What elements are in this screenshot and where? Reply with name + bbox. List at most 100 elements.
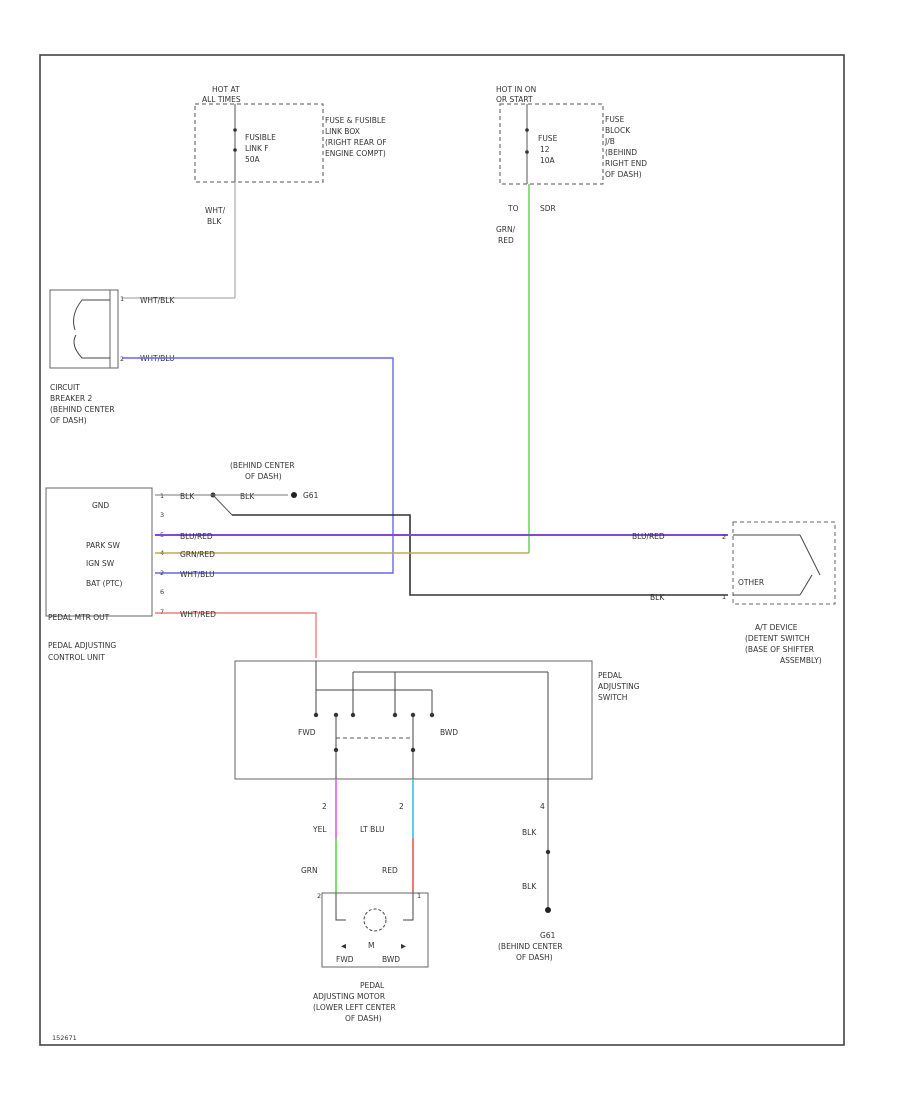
wht-red-label: WHT/RED — [180, 610, 216, 619]
bat-wire-label: WHT/BLU — [180, 570, 215, 579]
fuse2-hot-label-2: OR START — [496, 95, 533, 104]
g1-location-2: OF DASH) — [245, 472, 282, 481]
fuse2-location-6: OF DASH) — [605, 170, 642, 179]
at-other: OTHER — [738, 578, 764, 587]
cu-pin-2: 3 — [160, 511, 164, 519]
contact-icon-3 — [350, 712, 356, 718]
pin-park: PARK SW — [86, 541, 120, 550]
red-label: RED — [382, 866, 398, 875]
motor-arrow-left-icon: ◀ — [341, 942, 346, 950]
sdr-label: SDR — [540, 204, 556, 213]
cb-pin-1: 1 — [120, 295, 124, 303]
cb-label-3: (BEHIND CENTER — [50, 405, 115, 414]
at-pin-1: 2 — [722, 533, 726, 541]
at-device-box — [732, 521, 836, 605]
g2-id: G61 — [540, 931, 556, 940]
pin-2a: 2 — [322, 802, 327, 811]
yel-label: YEL — [312, 825, 327, 834]
cb-label-4: OF DASH) — [50, 416, 87, 425]
cu-pin-6: 6 — [160, 588, 164, 596]
motor-icon — [363, 908, 387, 932]
at-switch-icon — [799, 534, 821, 576]
sw-gnd-label-2: BLK — [522, 882, 537, 891]
grn-wire-label-2: RED — [498, 236, 514, 245]
pin-gnd: GND — [92, 501, 109, 510]
blured-label: BLU/RED — [180, 532, 213, 541]
motor-bwd: BWD — [382, 955, 400, 964]
fuse1-location-4: ENGINE COMPT) — [325, 149, 386, 158]
ground-icon — [291, 492, 297, 498]
cb-label-2: BREAKER 2 — [50, 394, 92, 403]
fuse2-hot-label: HOT IN ON — [496, 85, 536, 94]
cb-element-icon-2 — [73, 334, 110, 359]
diagram-code: 152671 — [52, 1034, 77, 1042]
fuse2-number: 12 — [540, 145, 550, 154]
fuse-icon-2 — [525, 150, 529, 154]
fuse2-location-4: (BEHIND — [605, 148, 637, 157]
fuse1-name: FUSIBLE — [245, 133, 276, 142]
control-unit-label: PEDAL ADJUSTING — [48, 641, 116, 650]
cb-element-icon — [73, 299, 110, 331]
fuse2-dashed-box — [499, 103, 604, 185]
fuse-link-icon — [233, 128, 237, 132]
cu-pin-5: 2 — [160, 569, 164, 577]
blue-wire — [122, 357, 394, 574]
switch-arm — [212, 494, 233, 516]
ltblu-label: LT BLU — [360, 825, 385, 834]
control-unit-label-2: CONTROL UNIT — [48, 653, 105, 662]
gnd-wire-label: BLK — [180, 492, 195, 501]
cb-pin-2: 2 — [120, 355, 124, 363]
fuse-icon — [525, 128, 529, 132]
motor-box — [321, 892, 429, 968]
fuse1-name-2: LINK F — [245, 144, 269, 153]
at-pin-2: 1 — [722, 593, 726, 601]
ps-label-2: ADJUSTING — [598, 682, 640, 691]
motor-lead-right — [403, 893, 414, 921]
black-wire — [232, 514, 728, 596]
control-unit: GND PARK SW IGN SW BAT (PTC) PEDAL MTR O… — [45, 487, 164, 662]
pin-4: 4 — [540, 802, 545, 811]
fuse1-hot-label: HOT AT — [212, 85, 240, 94]
cb-box — [49, 289, 119, 369]
fuse1-location-3: (RIGHT REAR OF — [325, 138, 387, 147]
contact-icon — [313, 712, 319, 718]
motor-arrow-right-icon: ▶ — [401, 942, 406, 950]
ps-label: PEDAL — [598, 671, 623, 680]
cu-pin-1: 1 — [160, 492, 164, 500]
motor-label-2: ADJUSTING MOTOR — [313, 992, 385, 1001]
fuse1-hot-label-2: ALL TIMES — [202, 95, 241, 104]
fuse1-location-2: LINK BOX — [325, 127, 360, 136]
motor-fwd: FWD — [336, 955, 354, 964]
splice-icon-2 — [545, 849, 551, 855]
contact-icon-7 — [333, 747, 339, 753]
fuse1-dashed-box — [194, 103, 324, 183]
fuse-box-1: HOT AT ALL TIMES FUSIBLE LINK F 50A FUSE… — [122, 85, 387, 299]
pedal-switch: PEDAL ADJUSTING SWITCH FWD BWD — [234, 660, 640, 780]
sw-gnd-label: BLK — [522, 828, 537, 837]
cu-pin-7: 7 — [160, 608, 164, 616]
control-unit-box — [45, 487, 153, 617]
cb-label: CIRCUIT — [50, 383, 80, 392]
ground-icon-2 — [545, 907, 551, 913]
motor-pin-2: 1 — [417, 892, 421, 900]
g1-id: G61 — [303, 491, 319, 500]
contact-icon-6 — [429, 712, 435, 718]
g2-location: (BEHIND CENTER — [498, 942, 563, 951]
pedal-motor: 2 1 M ◀ ▶ FWD BWD PEDAL ADJUSTING MOTOR … — [313, 892, 429, 1023]
fuse2-rating: 10A — [540, 156, 556, 165]
fuse1-wire-color-2: BLK — [207, 217, 222, 226]
ps-fwd: FWD — [298, 728, 316, 737]
fuse1-rating: 50A — [245, 155, 261, 164]
g1-location: (BEHIND CENTER — [230, 461, 295, 470]
motor-label-4: OF DASH) — [345, 1014, 382, 1023]
at-label-4: ASSEMBLY) — [780, 656, 822, 665]
fuse2-location: FUSE — [605, 115, 625, 124]
motor-label: PEDAL — [360, 981, 385, 990]
pin-pedal: PEDAL MTR OUT — [48, 613, 110, 622]
grn-label: GRN — [301, 866, 318, 875]
at-device: OTHER 2 1 A/T DEVICE (DETENT SWITCH (BAS… — [722, 521, 836, 665]
at-label: A/T DEVICE — [755, 623, 798, 632]
grn-wire-label: GRN/ — [496, 225, 516, 234]
